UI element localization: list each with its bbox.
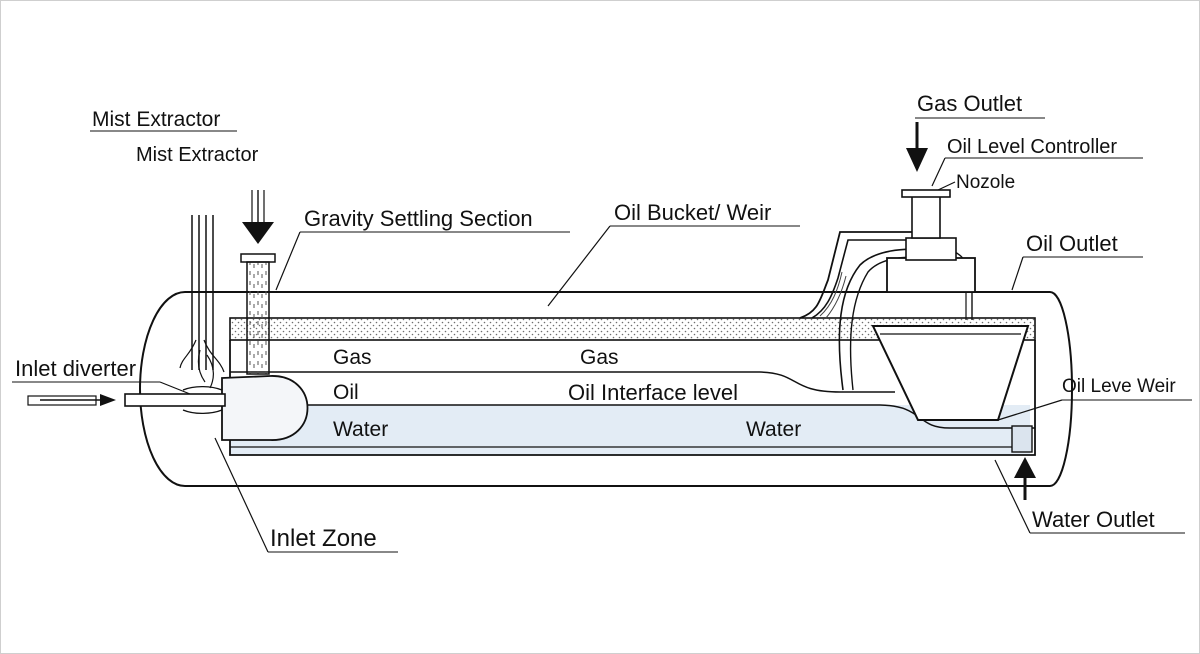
label-water-left: Water — [333, 418, 388, 441]
label-gas-left: Gas — [333, 346, 372, 369]
leader-lines — [12, 117, 1192, 553]
label-oil-outlet: Oil Outlet — [1026, 231, 1118, 256]
inlet-diverter-bulb — [221, 375, 309, 441]
inlet-arrow — [100, 394, 116, 406]
label-gas-outlet: Gas Outlet — [917, 91, 1022, 116]
gravity-settling-nozzle — [240, 190, 276, 375]
mist-inlet-arrow — [242, 222, 274, 244]
inner-chamber — [229, 317, 1036, 456]
label-gravity-settling: Gravity Settling Section — [304, 206, 533, 231]
inlet-pipe — [27, 385, 226, 415]
label-water-mid: Water — [746, 418, 801, 441]
label-oil-bucket-weir: Oil Bucket/ Weir — [614, 200, 771, 225]
label-oil-level-weir: Oil Leve Weir — [1062, 376, 1176, 397]
label-mist-extractor-top: Mist Extractor — [92, 108, 220, 131]
gas-outlet-arrow — [906, 148, 928, 172]
label-gas-mid: Gas — [580, 346, 619, 369]
vessel-shell — [139, 291, 1073, 487]
label-oil-interface: Oil Interface level — [568, 380, 738, 405]
label-nozzle: Nozole — [956, 172, 1015, 193]
label-oil-level-controller: Oil Level Controller — [947, 136, 1117, 158]
label-oil-left: Oil — [333, 381, 359, 404]
gas-oil-interface — [230, 371, 895, 393]
water-outlet-arrow — [1014, 457, 1036, 478]
gas-outlet-assembly — [886, 122, 976, 293]
label-inlet-diverter: Inlet diverter — [15, 356, 136, 381]
text-labels: Mist Extractor Mist Extractor Gravity Se… — [15, 91, 1176, 552]
controller-body — [886, 257, 976, 293]
water-outlet-arrow-group — [1014, 457, 1036, 500]
label-water-outlet: Water Outlet — [1032, 507, 1155, 532]
mist-mesh-pad — [229, 317, 1036, 341]
label-mist-extractor-inlet: Mist Extractor — [136, 144, 259, 166]
mist-tubes — [179, 215, 225, 389]
label-inlet-zone: Inlet Zone — [270, 525, 377, 552]
